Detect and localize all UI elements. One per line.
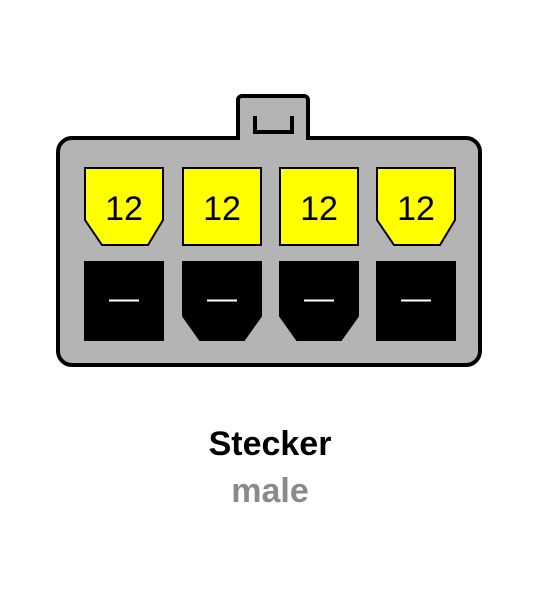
minus-mark: — [401,282,431,315]
pin-label: 12 [397,190,435,228]
minus-mark: — [207,282,237,315]
latch-tab [236,94,310,150]
connector-housing-drawing: 12 12 12 12 — — — — [56,94,482,367]
pin-12v-3: 12 [279,167,359,246]
connector-title: Stecker [208,425,332,463]
pin-ground-3: — [279,261,359,341]
connector-subtitle: male [231,472,309,510]
pin-label: 12 [300,190,338,228]
pin-label: 12 [203,190,241,228]
pin-12v-1: 12 [84,167,164,246]
minus-mark: — [109,282,139,315]
pin-ground-1: — [84,261,164,341]
pin-12v-4: 12 [376,167,456,246]
pin-ground-2: — [182,261,262,341]
minus-mark: — [304,282,334,315]
pin-label: 12 [105,190,143,228]
pin-12v-2: 12 [182,167,262,246]
pin-ground-4: — [376,261,456,341]
